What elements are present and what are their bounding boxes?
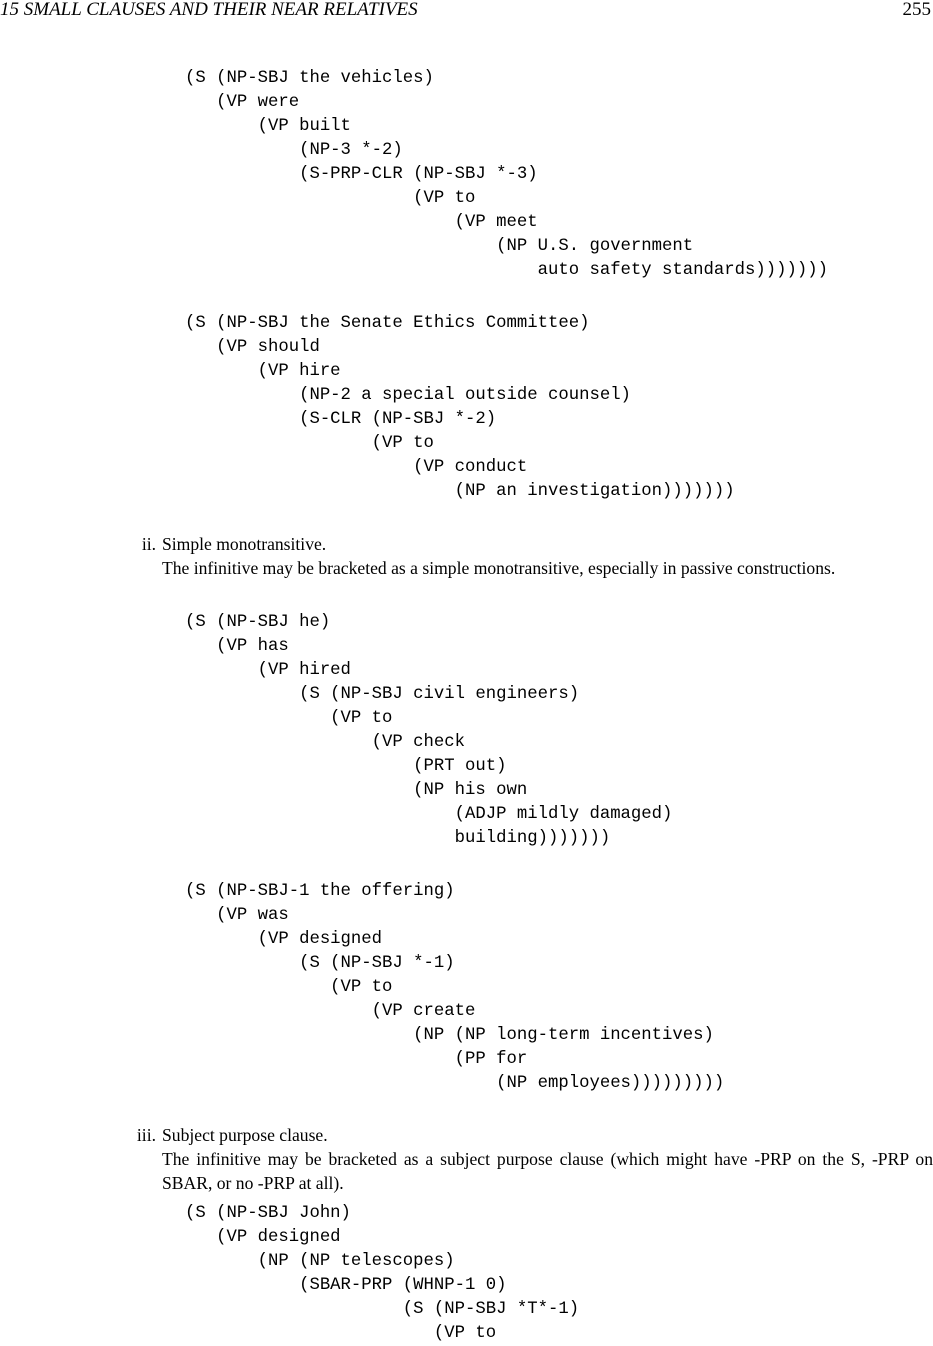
item-description: The infinitive may be bracketed as a sub… <box>162 1148 933 1193</box>
item-title: Subject purpose clause. <box>162 1125 328 1145</box>
bracketed-tree-vehicles: (S (NP-SBJ the vehicles) (VP were (VP bu… <box>185 69 828 280</box>
item-description: The infinitive may be bracketed as a sim… <box>162 557 836 578</box>
bracketed-tree-john-telescopes: (S (NP-SBJ John) (VP designed (NP (NP te… <box>185 1204 580 1343</box>
item-number: iii. <box>136 1125 156 1145</box>
item-number: ii. <box>141 534 156 554</box>
running-title: 15 SMALL CLAUSES AND THEIR NEAR RELATIVE… <box>0 0 418 20</box>
page-number: 255 <box>902 0 932 20</box>
bracketed-tree-offering: (S (NP-SBJ-1 the offering) (VP was (VP d… <box>185 882 725 1093</box>
bracketed-tree-ethics-committee: (S (NP-SBJ the Senate Ethics Committee) … <box>185 314 735 501</box>
running-header: 15 SMALL CLAUSES AND THEIR NEAR RELATIVE… <box>0 0 933 22</box>
item-simple-monotransitive: ii. Simple monotransitive. The infinitiv… <box>142 533 933 581</box>
item-title: Simple monotransitive. <box>162 534 327 554</box>
item-subject-purpose-clause: iii. Subject purpose clause. The infinit… <box>137 1124 933 1196</box>
bracketed-tree-civil-engineers: (S (NP-SBJ he) (VP has (VP hired (S (NP-… <box>185 613 673 848</box>
